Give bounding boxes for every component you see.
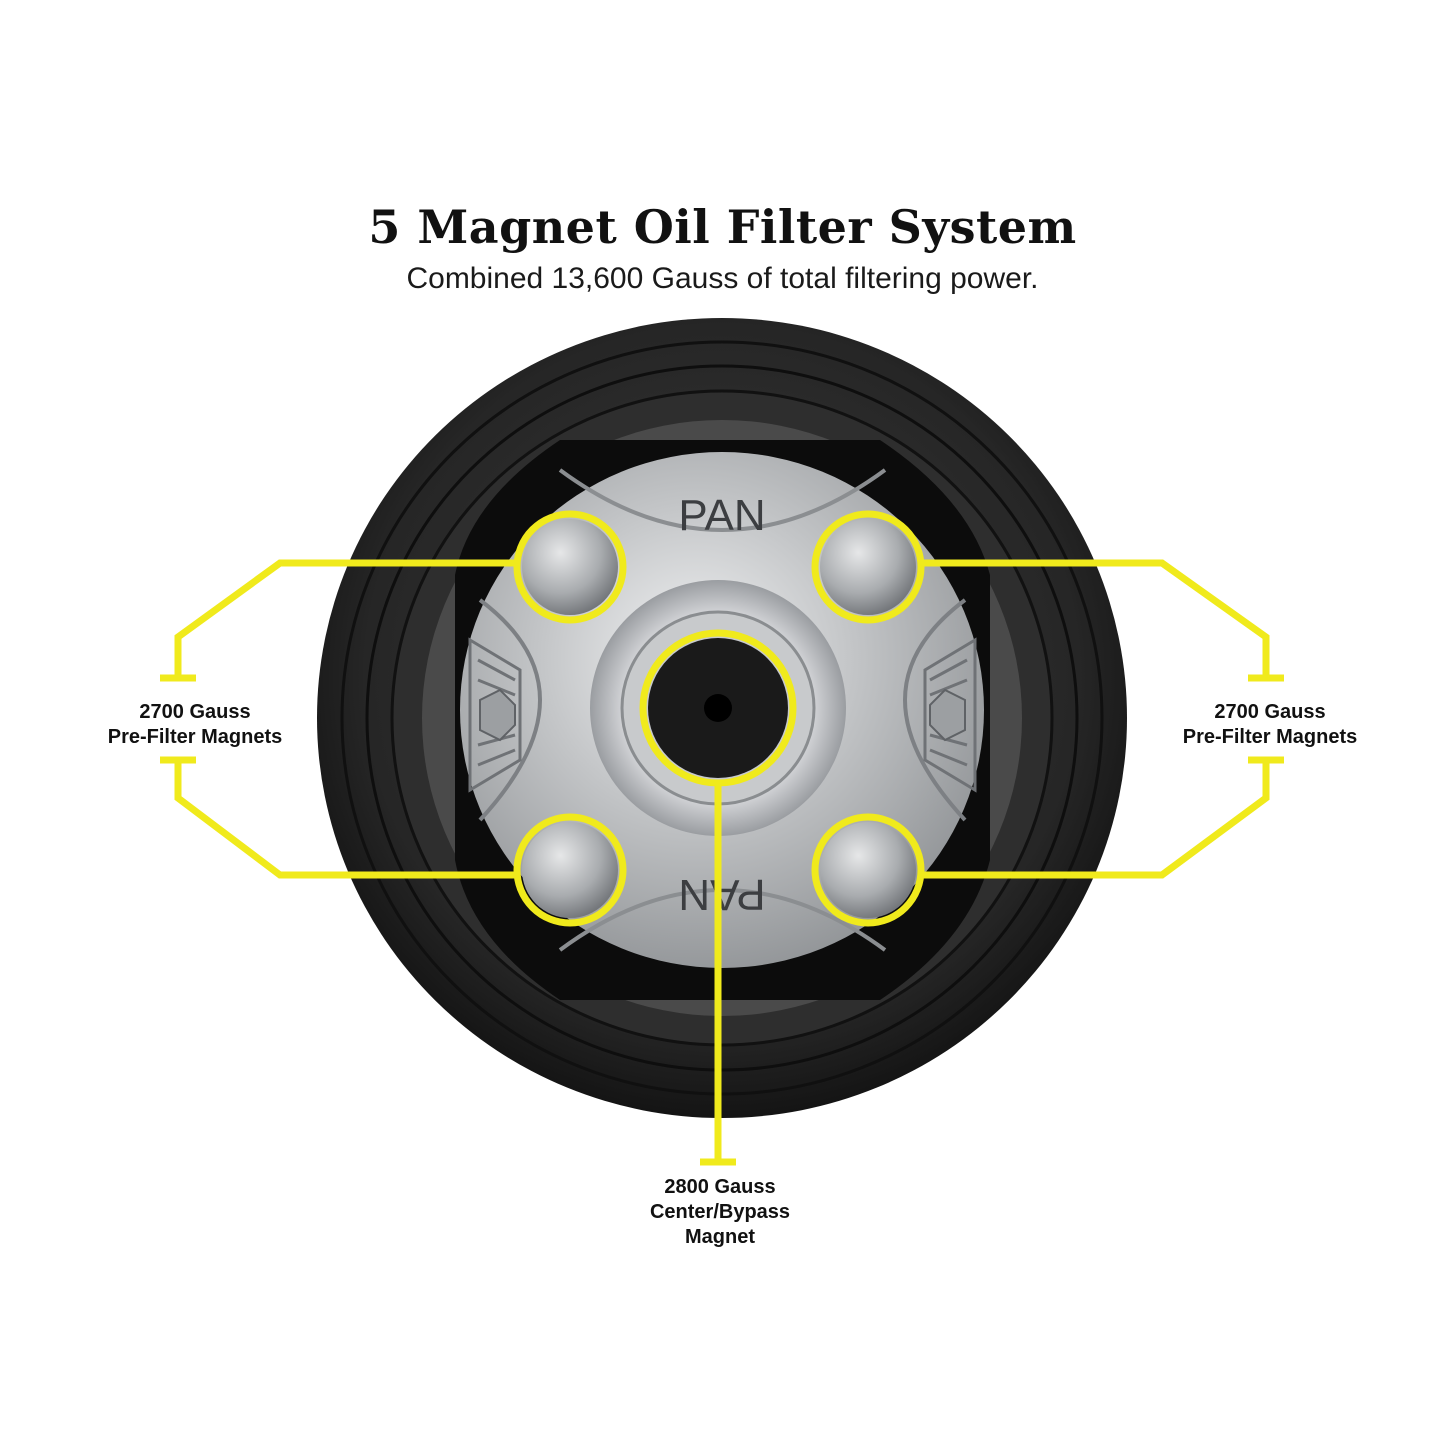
callout-left: 2700 Gauss Pre-Filter Magnets (107, 701, 283, 748)
wing-logo-right-icon (923, 637, 977, 793)
page-subtitle: Combined 13,600 Gauss of total filtering… (406, 262, 1039, 295)
center-hub (590, 580, 846, 836)
leader-right-lower (921, 760, 1270, 879)
pan-stamp-bottom: PAN (678, 870, 765, 919)
pan-stamp-top: PAN (678, 491, 765, 540)
leader-left-upper (174, 559, 517, 678)
page-title: 5 Magnet Oil Filter System (368, 200, 1077, 254)
callout-right: 2700 Gauss Pre-Filter Magnets (1182, 701, 1358, 748)
magnet-ring-bottom-left (513, 813, 627, 927)
magnet-ring-top-right (811, 510, 925, 624)
leader-right-upper (921, 559, 1270, 678)
magnet-ring-bottom-right (811, 813, 925, 927)
leader-left-lower (174, 760, 517, 879)
leader-lines (160, 559, 1284, 1166)
pre-filter-magnets (522, 519, 916, 918)
callout-center: 2800 Gauss Center/Bypass Magnet (649, 1176, 791, 1248)
wing-logo-left-icon (468, 637, 522, 793)
magnet-ring-top-left (513, 510, 627, 624)
